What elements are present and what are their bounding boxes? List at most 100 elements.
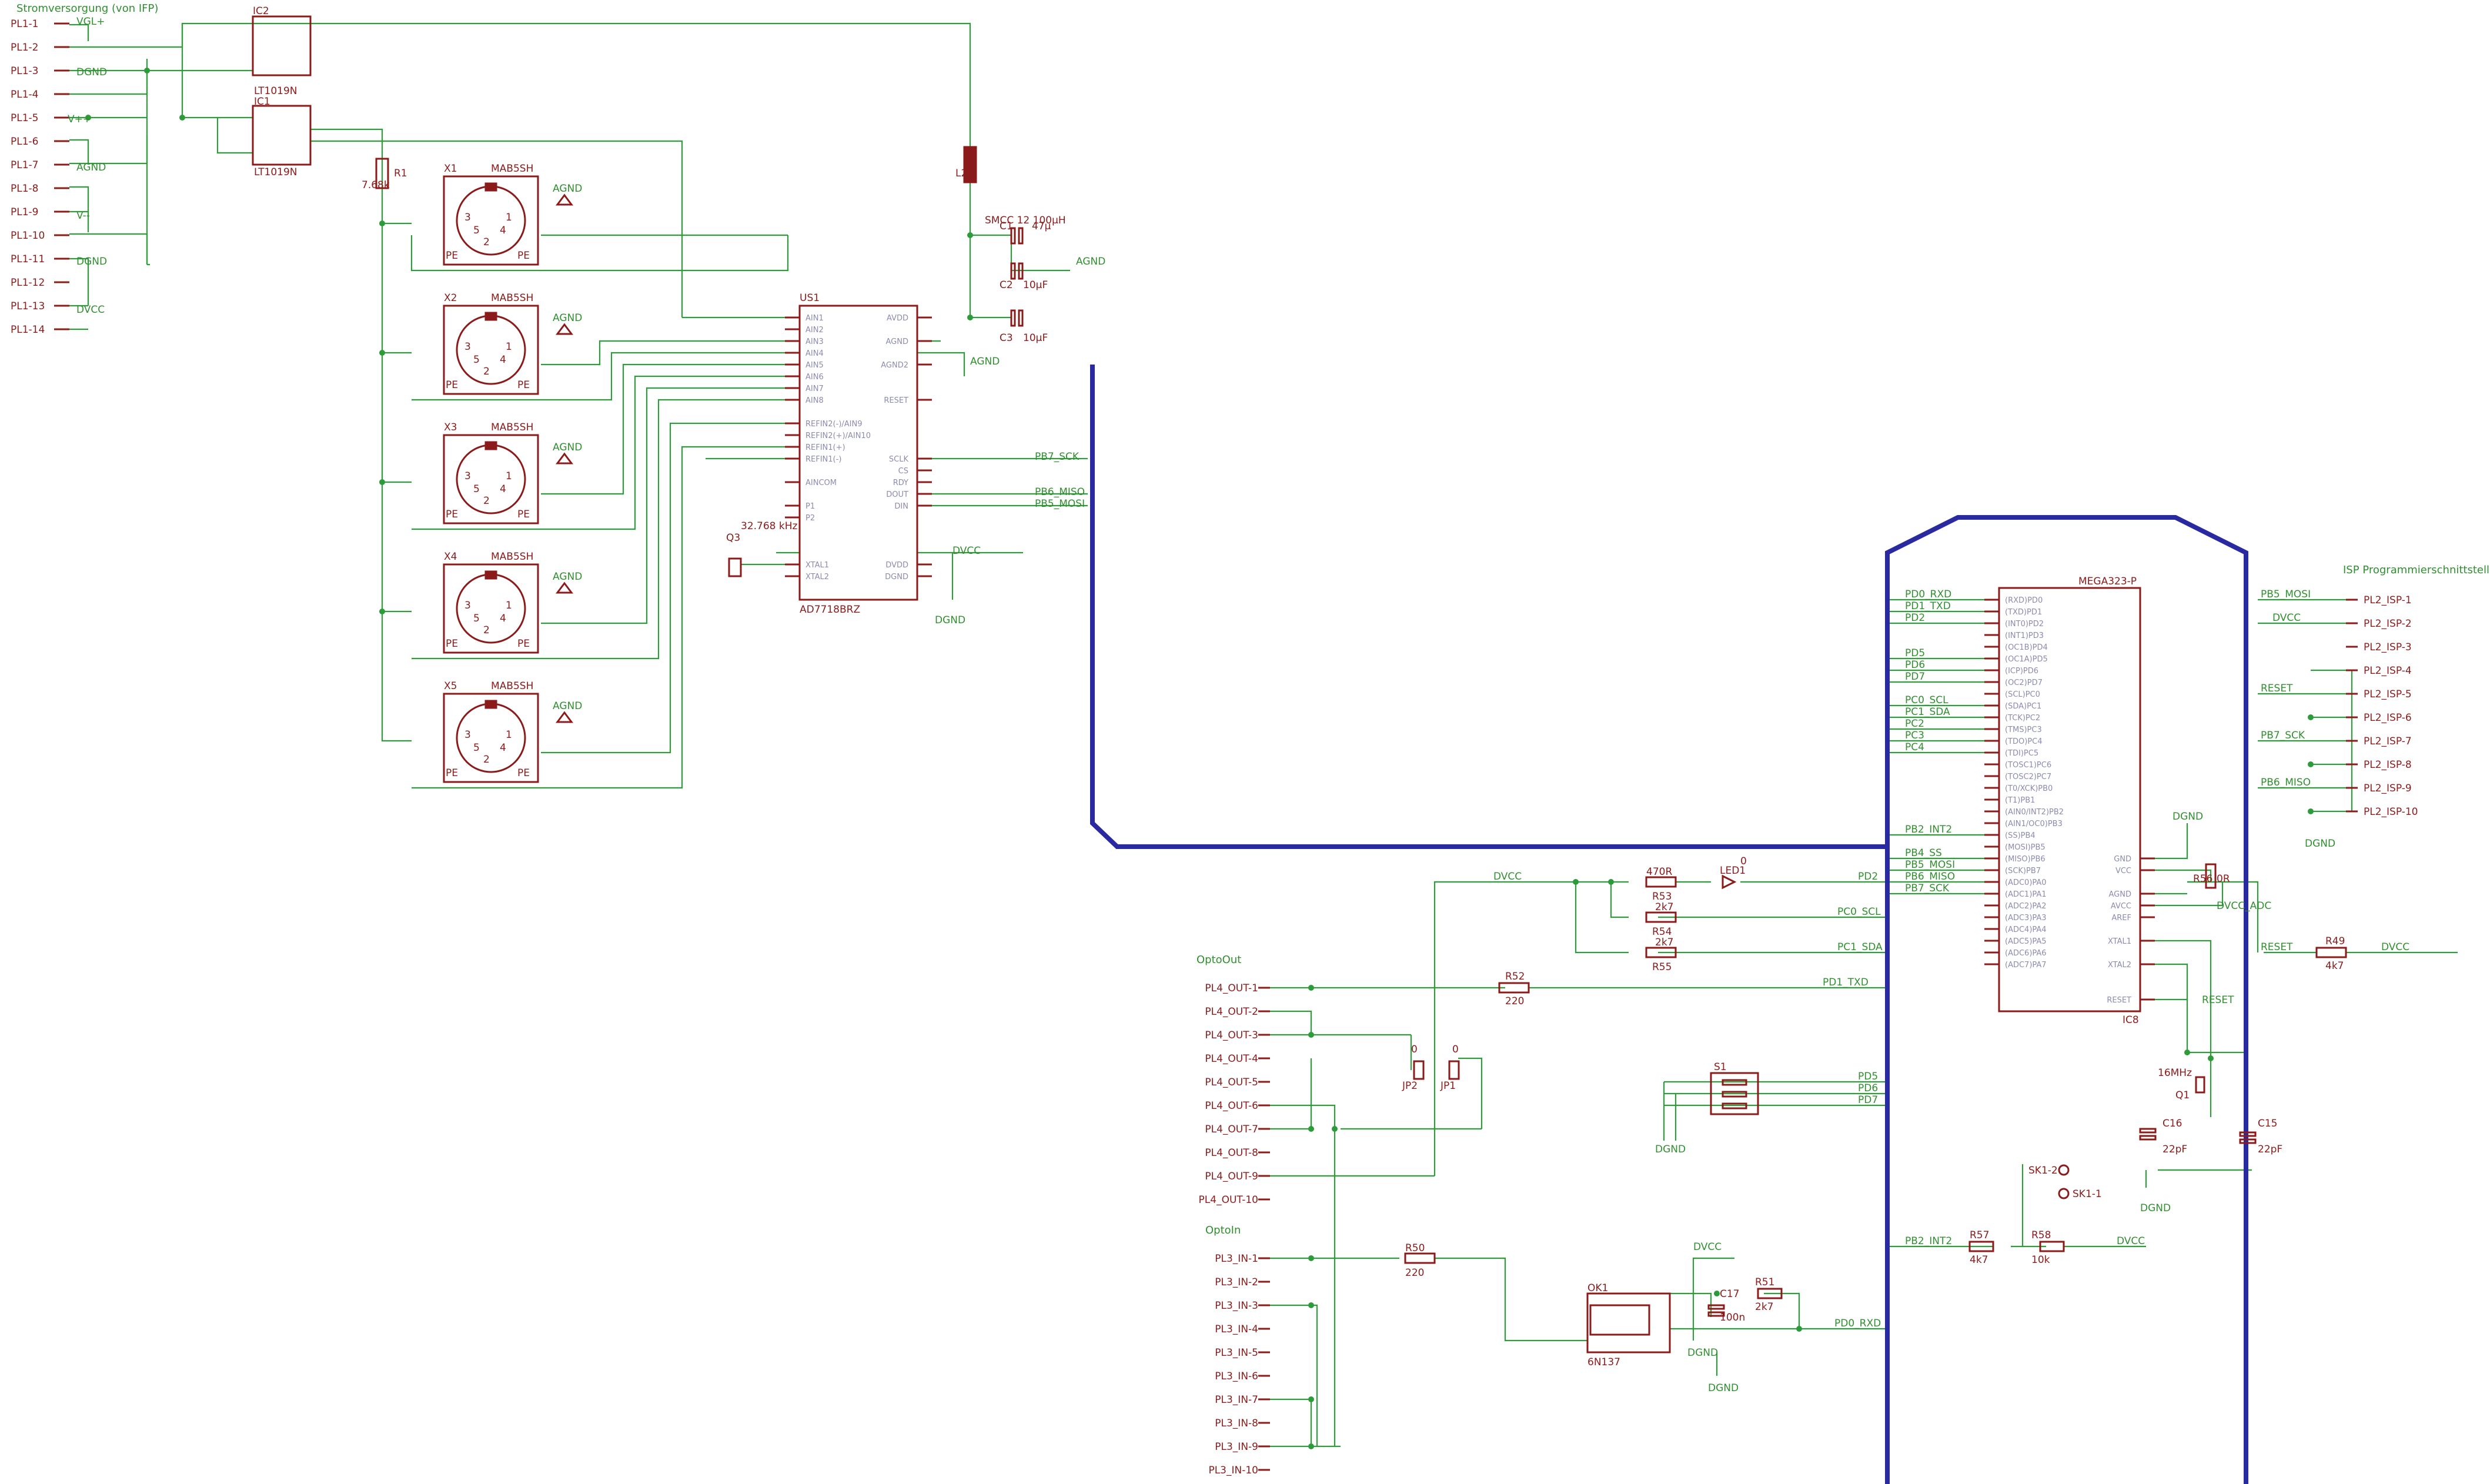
wires — [69, 22, 2458, 1448]
connector-pin-label: 4 — [500, 225, 506, 236]
r52-resistor: R52 220 — [1498, 971, 1530, 1007]
pl1-net-label: DGND — [76, 66, 107, 78]
isp-pin-label: PL2_ISP-4 — [2364, 665, 2412, 677]
mcu-pin-label: (OC2)PD7 — [2005, 679, 2043, 687]
mcu-net-label: PB7_SCK — [1905, 883, 1950, 894]
c1-name: C1 — [1000, 220, 1013, 232]
net-pb7-sck: PB7_SCK — [1035, 451, 1079, 463]
mcu-pin-label: XTAL2 — [2108, 961, 2131, 970]
jp1-jumper: 0 JP1 — [1440, 1044, 1460, 1092]
led1: 0 LED1 — [1720, 855, 1747, 890]
pl1-net-label: AGND — [76, 162, 106, 173]
mcu-pin-label: (TMS)PC3 — [2005, 726, 2042, 734]
r1-resistor: R1 7.68k — [362, 158, 407, 191]
mcu-pin-label: (ADC7)PA7 — [2005, 961, 2047, 970]
connector-body — [443, 563, 539, 654]
r58-name: R58 — [2031, 1229, 2051, 1241]
connector-key — [484, 441, 497, 450]
connector-body — [443, 434, 539, 524]
connector-pin-label: 3 — [464, 600, 471, 611]
isp-pin-label: PL2_ISP-8 — [2364, 759, 2412, 771]
l2-value: SMCC 12 100µH — [985, 215, 1066, 226]
mcu-name: IC8 — [2123, 1014, 2139, 1026]
us1-pin-label: AIN1 — [806, 314, 824, 323]
pl4-pin-label: PL4_OUT-6 — [1205, 1100, 1258, 1112]
us1-name: US1 — [800, 292, 820, 304]
ok1-optocoupler: OK1 6N137 — [1586, 1282, 1671, 1368]
us1-pin-label: P2 — [806, 514, 815, 523]
pl1-net-label: DGND — [76, 256, 107, 268]
net-pd2: PD2 — [1858, 871, 1878, 883]
r51-resistor: R51 2k7 — [1755, 1276, 1783, 1313]
q3-value: 32.768 kHz — [741, 520, 798, 532]
led1-name: LED1 — [1720, 865, 1746, 877]
pl3-pin-label: PL3_IN-5 — [1215, 1347, 1258, 1359]
ic1-regulator: IC1 LT1019N — [252, 96, 312, 178]
mcu-pin-label: (MISO)PB6 — [2005, 855, 2046, 864]
r57-name: R57 — [1970, 1229, 1989, 1241]
us1-pin-label: REFIN2(+)/AIN10 — [806, 432, 871, 440]
pl1-pin-label: PL1-7 — [11, 159, 39, 171]
r49-resistor: R49 4k7 — [2315, 935, 2347, 972]
connector-pin-label: 1 — [506, 600, 512, 611]
net-pc0-scl: PC0_SCL — [1837, 906, 1881, 918]
net-pb5-mosi: PB5_MOSI — [1035, 498, 1085, 510]
connector-value: MAB5SH — [491, 163, 533, 175]
net-dgnd-ok: DGND — [1687, 1347, 1718, 1359]
c17-cap: C17 100n — [1707, 1288, 1745, 1323]
pl4-pin-label: PL4_OUT-8 — [1205, 1147, 1258, 1159]
connector-pin-label: 2 — [483, 366, 490, 377]
agnd-symbol — [556, 452, 573, 464]
r57-value: 4k7 — [1970, 1254, 1988, 1266]
c16-name: C16 — [2163, 1118, 2182, 1129]
pl1-connector: PL1-1PL1-2PL1-3PL1-4PL1-5PL1-6PL1-7PL1-8… — [11, 16, 107, 336]
optoin-section-title: OptoIn — [1205, 1224, 1241, 1236]
q1-crystal: 16MHz Q1 — [2158, 1067, 2205, 1101]
optoout-section-title: OptoOut — [1196, 954, 1241, 966]
us1-right-pins: AVDDAGNDAGND2RESETSCLKCSRDYDOUTDINDVDDDG… — [881, 314, 932, 581]
mcu-pin-label: (ADC3)PA3 — [2005, 914, 2047, 923]
pl4-pin-label: PL4_OUT-2 — [1205, 1006, 1258, 1018]
mcu-net-label: PC1_SDA — [1905, 706, 1950, 718]
connector-agnd: AGND — [553, 312, 582, 324]
us1-pin-label: SCLK — [889, 455, 909, 464]
connector-pin-label: 2 — [483, 624, 490, 636]
q3-crystal: Q3 32.768 kHz — [726, 520, 798, 577]
us1-pin-label: AIN4 — [806, 349, 824, 358]
left-caps: C1 47µ C2 10µF C3 10µF — [1000, 220, 1051, 344]
pl1-net-label: DVCC — [76, 304, 105, 316]
net-pb2-int2-bottom: PB2_INT2 — [1905, 1235, 1952, 1247]
isp-pin-label: PL2_ISP-5 — [2364, 688, 2412, 700]
us1-pin-label: RDY — [893, 479, 908, 487]
isp-connector: PL2_ISP-1PL2_ISP-2PL2_ISP-3PL2_ISP-4PL2_… — [2346, 594, 2418, 818]
r53-name: R53 — [1652, 891, 1672, 903]
connector-pin-label: PE — [446, 250, 458, 262]
pl4-pin-label: PL4_OUT-9 — [1205, 1171, 1258, 1182]
power-section-title: Stromversorgung (von IFP) — [16, 2, 158, 15]
net-dvcc-adc-mcu: DVCC_ADC — [2217, 900, 2271, 912]
r49-value: 4k7 — [2325, 960, 2344, 972]
us1-pin-label: AIN7 — [806, 385, 824, 393]
pl4-connector: PL4_OUT-1PL4_OUT-2PL4_OUT-3PL4_OUT-4PL4_… — [1199, 982, 1270, 1206]
q1-value: 16MHz — [2158, 1067, 2192, 1079]
connector-pin-label: PE — [517, 379, 530, 391]
mcu-pin-label: (ADC5)PA5 — [2005, 937, 2047, 946]
r52-name: R52 — [1505, 971, 1525, 982]
net-dvcc-r58: DVCC — [2117, 1235, 2145, 1247]
pl3-pin-label: PL3_IN-4 — [1215, 1323, 1258, 1335]
mcu-pin-label: AGND — [2109, 890, 2131, 899]
mcu-pin-label: (TOSC2)PC7 — [2005, 773, 2051, 781]
connector-agnd: AGND — [553, 183, 582, 195]
led1-value: 0 — [1740, 855, 1747, 867]
agnd-symbol — [556, 193, 573, 206]
mcu-pin-label: (AIN0/INT2)PB2 — [2005, 808, 2064, 817]
mcu-net-label: PD1_TXD — [1905, 600, 1951, 612]
us1-pin-label: DIN — [894, 502, 908, 511]
r58-resistor: R58 10k — [2031, 1229, 2065, 1266]
l2-name: L2 — [955, 168, 967, 179]
